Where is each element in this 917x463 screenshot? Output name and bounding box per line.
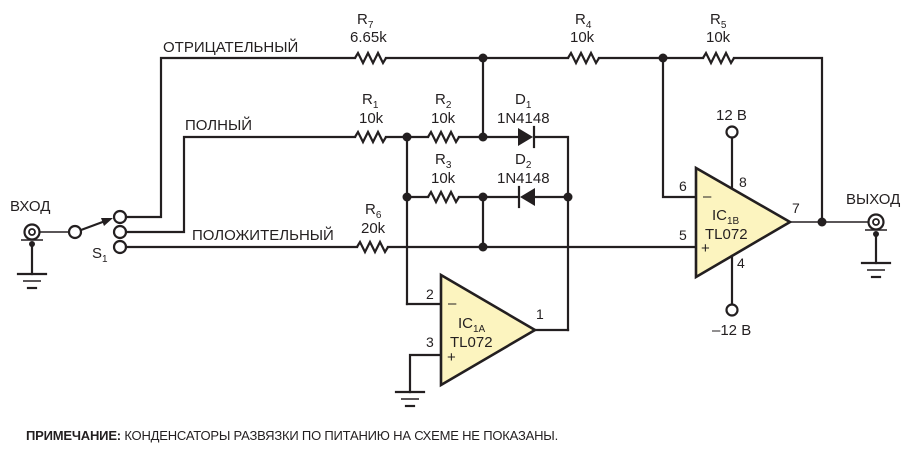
junction <box>478 132 488 142</box>
switch-s1 <box>67 209 128 255</box>
input-label: ВХОД <box>10 198 50 215</box>
ic1a-plus: + <box>447 349 456 366</box>
ic1b-minus: – <box>703 188 712 205</box>
ic1a-pin-3: 3 <box>426 334 434 350</box>
ic1b-plus: + <box>701 240 710 257</box>
switch-label: S1 <box>92 245 108 265</box>
d1-ref: D1 <box>515 91 532 111</box>
junction <box>478 242 488 252</box>
r3-value: 10k <box>431 170 456 187</box>
vpos-terminal <box>725 125 739 139</box>
ic1b-pin-6: 6 <box>679 178 687 194</box>
input-ground-icon <box>16 272 48 290</box>
r2-value: 10k <box>431 110 456 127</box>
ic1a-pin-1: 1 <box>536 306 544 322</box>
ic1a-pin-2: 2 <box>426 286 434 302</box>
vneg-terminal <box>725 303 739 317</box>
ic1b-ref: IC1B <box>712 207 740 227</box>
switch-position-negative: ОТРИЦАТЕЛЬНЫЙ <box>163 38 298 56</box>
switch-position-full: ПОЛНЫЙ <box>185 116 252 134</box>
r2-resistor <box>426 130 461 144</box>
r2-ref: R2 <box>435 91 452 111</box>
ic1a-ground-icon <box>394 390 426 408</box>
r6-value: 20k <box>361 220 386 237</box>
junction <box>817 217 827 227</box>
footnote: ПРИМЕЧАНИЕ: КОНДЕНСАТОРЫ РАЗВЯЗКИ ПО ПИТ… <box>26 428 558 443</box>
ic1a-minus: – <box>448 295 457 312</box>
ic1b-opamp <box>694 165 793 280</box>
r5-value: 10k <box>706 29 731 46</box>
r7-resistor <box>353 51 388 65</box>
footnote-text: КОНДЕНСАТОРЫ РАЗВЯЗКИ ПО ПИТАНИЮ НА СХЕМ… <box>120 428 558 443</box>
r5-resistor <box>701 51 736 65</box>
input-connector <box>16 223 69 290</box>
ic1b-pin-8: 8 <box>739 174 747 190</box>
vneg-label: –12 В <box>712 322 751 339</box>
d2-ref: D2 <box>515 151 532 171</box>
r3-resistor <box>426 190 461 204</box>
output-label: ВЫХОД <box>846 191 900 208</box>
ic1b-pin-4: 4 <box>737 255 745 271</box>
ic1a-opamp <box>439 272 538 388</box>
r5-ref: R5 <box>710 11 727 31</box>
vpos-label: 12 В <box>716 107 747 124</box>
r4-value: 10k <box>570 29 595 46</box>
ic1a-ref: IC1A <box>458 315 486 335</box>
ic1b-part: TL072 <box>705 226 748 243</box>
ic1b-pin-7: 7 <box>792 200 800 216</box>
r7-ref: R7 <box>357 11 374 31</box>
r6-resistor <box>355 240 390 254</box>
footnote-prefix: ПРИМЕЧАНИЕ: <box>26 428 121 443</box>
d2-diode <box>517 185 535 209</box>
ic1a-part: TL072 <box>450 334 493 351</box>
r1-resistor <box>353 130 388 144</box>
output-ground-icon <box>860 261 892 279</box>
d2-value: 1N4148 <box>497 170 550 187</box>
r4-resistor <box>566 51 601 65</box>
r1-ref: R1 <box>362 91 379 111</box>
r3-ref: R3 <box>435 151 452 171</box>
ic1b-pin-5: 5 <box>679 227 687 243</box>
r6-ref: R6 <box>365 201 382 221</box>
r7-value: 6.65k <box>350 29 387 46</box>
r1-value: 10k <box>359 110 384 127</box>
r4-ref: R4 <box>575 11 592 31</box>
switch-position-positive: ПОЛОЖИТЕЛЬНЫЙ <box>192 226 334 244</box>
d1-diode <box>518 125 536 149</box>
d1-value: 1N4148 <box>497 110 550 127</box>
junction <box>563 192 573 202</box>
output-connector <box>860 213 892 279</box>
